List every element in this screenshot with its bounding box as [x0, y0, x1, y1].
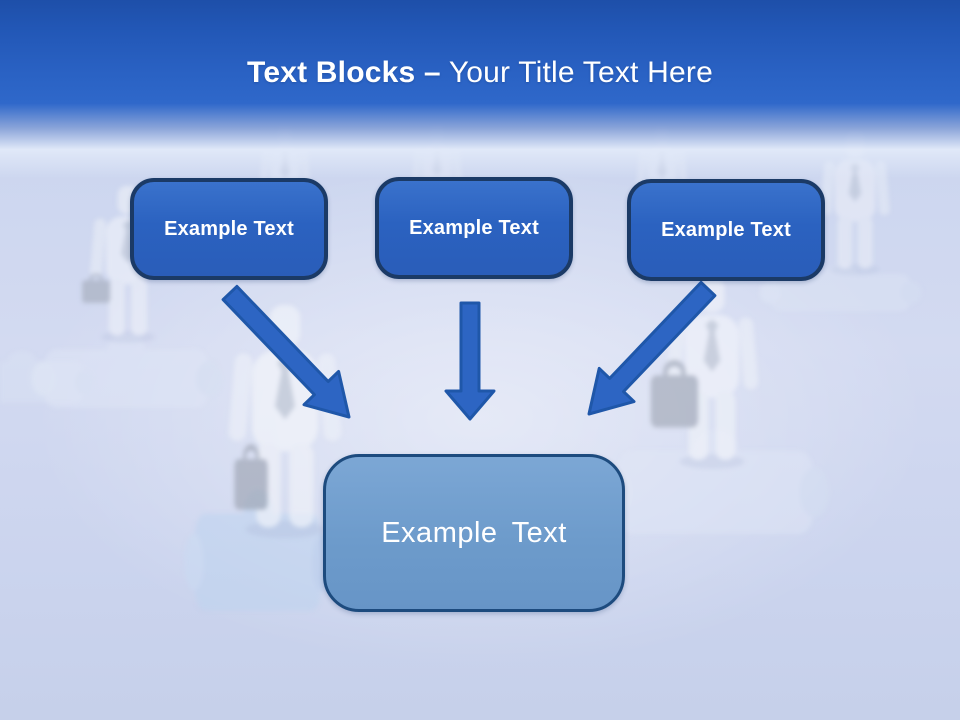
text-block-1-label: Example Text	[164, 217, 294, 240]
page-title: Text Blocks – Your Title Text Here	[0, 54, 960, 92]
summary-block[interactable]: Example Text	[323, 454, 625, 612]
arrow-down-right-icon	[221, 284, 351, 419]
text-block-1[interactable]: Example Text	[130, 178, 328, 280]
title-emphasis: Text Blocks –	[247, 56, 441, 89]
title-rest: Your Title Text Here	[448, 56, 713, 89]
arrow-down-icon	[444, 301, 496, 421]
text-block-2[interactable]: Example Text	[375, 177, 573, 279]
text-block-3[interactable]: Example Text	[627, 179, 825, 281]
title-bar	[0, 0, 960, 178]
arrow-down-left-icon	[587, 280, 717, 416]
text-block-3-label: Example Text	[661, 218, 791, 241]
text-block-2-label: Example Text	[409, 216, 539, 239]
summary-block-label: Example Text	[381, 516, 567, 549]
